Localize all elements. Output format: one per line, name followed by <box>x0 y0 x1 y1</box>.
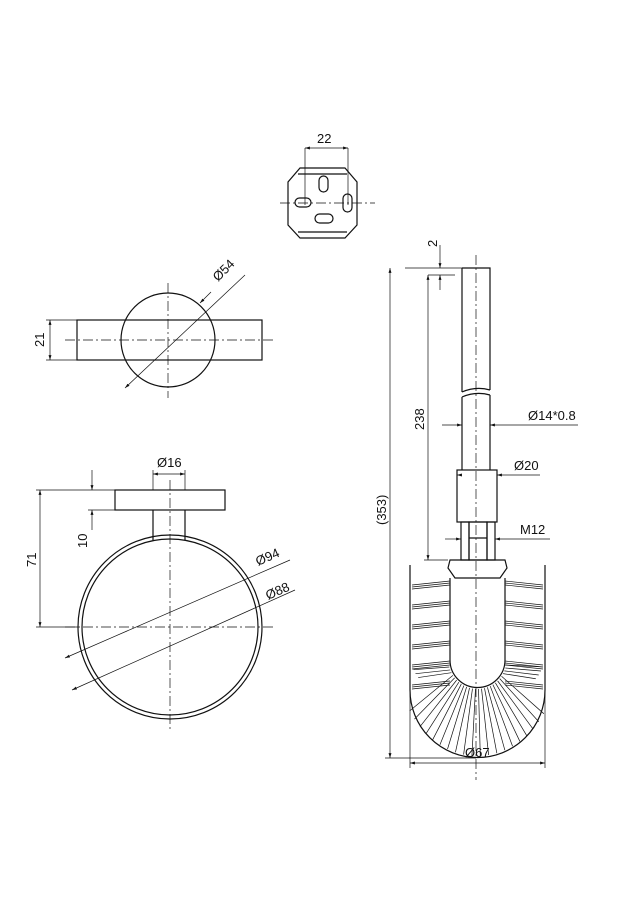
collar-dim: Ø20 <box>514 458 539 473</box>
bristle <box>409 675 454 712</box>
bristle <box>505 667 541 672</box>
bristle <box>489 685 513 747</box>
stem-diameter-dim: Ø16 <box>157 455 182 470</box>
bristle <box>504 600 544 606</box>
bristle <box>504 680 544 686</box>
bristle <box>411 684 451 690</box>
bristle <box>504 642 544 648</box>
bristle <box>411 620 451 626</box>
bristle <box>504 684 544 690</box>
thread-dim: M12 <box>520 522 545 537</box>
bristle <box>411 662 451 668</box>
toilet-brush-view: 2 (353) 238 Ø14*0.8 Ø20 M12 Ø67 <box>374 240 578 780</box>
bristle <box>411 644 451 650</box>
bristle <box>411 624 451 630</box>
bristle <box>411 680 451 686</box>
tube-dim: Ø14*0.8 <box>528 408 576 423</box>
bristle <box>499 678 540 722</box>
bristle <box>411 600 451 606</box>
cap-dim: 10 <box>75 534 90 548</box>
bristle <box>411 660 451 666</box>
bristle <box>492 684 521 742</box>
bristle <box>504 644 544 650</box>
bristle <box>504 660 544 666</box>
bristle <box>411 580 451 586</box>
head-diameter-dim: Ø67 <box>465 745 490 760</box>
top-offset-dim: 2 <box>425 240 440 247</box>
holder-thickness-dim: 21 <box>32 333 47 347</box>
bristle <box>411 642 451 648</box>
bristle <box>504 622 544 628</box>
mounting-bracket-view: 22 <box>280 131 375 239</box>
bristle <box>463 688 473 755</box>
bristle <box>413 666 450 671</box>
bristle <box>411 640 451 646</box>
bristle <box>432 683 462 740</box>
bristle <box>447 686 467 750</box>
bristle <box>414 677 455 720</box>
bristle <box>497 680 534 730</box>
bristle <box>411 622 451 628</box>
bristle <box>481 688 489 756</box>
bristle <box>411 584 451 590</box>
bristle <box>478 688 481 756</box>
bristle <box>487 687 506 751</box>
bristle <box>439 685 465 745</box>
bristle <box>504 584 544 590</box>
holder-front-view: Ø16 71 10 Ø94 Ø88 <box>24 455 296 730</box>
bristle <box>504 620 544 626</box>
bristle <box>411 602 451 608</box>
bristle <box>504 670 539 676</box>
bristle <box>411 604 451 610</box>
bristle <box>504 602 544 608</box>
total-length-dim: (353) <box>374 495 389 525</box>
bristle <box>504 580 544 586</box>
bristle <box>504 682 544 688</box>
holder-side-view: Ø54 21 <box>32 256 275 398</box>
handle-length-dim: 238 <box>412 408 427 430</box>
bristle <box>484 688 498 754</box>
bristle <box>419 679 457 727</box>
bristle <box>506 664 543 668</box>
holder-diameter-dim: Ø54 <box>210 256 238 284</box>
bristle <box>415 669 451 675</box>
bracket-width-dim: 22 <box>317 131 331 146</box>
bristle <box>495 682 528 736</box>
height-dim: 71 <box>24 553 39 567</box>
bristle <box>455 687 470 753</box>
bristle <box>503 673 536 680</box>
bristle <box>501 675 545 714</box>
inner-diameter-dim: Ø88 <box>263 579 292 603</box>
bristle <box>411 664 451 670</box>
bristle <box>504 640 544 646</box>
bristle <box>418 672 452 678</box>
bristle <box>504 582 544 588</box>
bristle <box>471 688 476 756</box>
bristle <box>504 624 544 630</box>
bristle <box>411 582 451 588</box>
bristle <box>504 604 544 610</box>
bristle <box>504 664 544 670</box>
bristle <box>411 682 451 688</box>
bristle <box>425 682 460 734</box>
